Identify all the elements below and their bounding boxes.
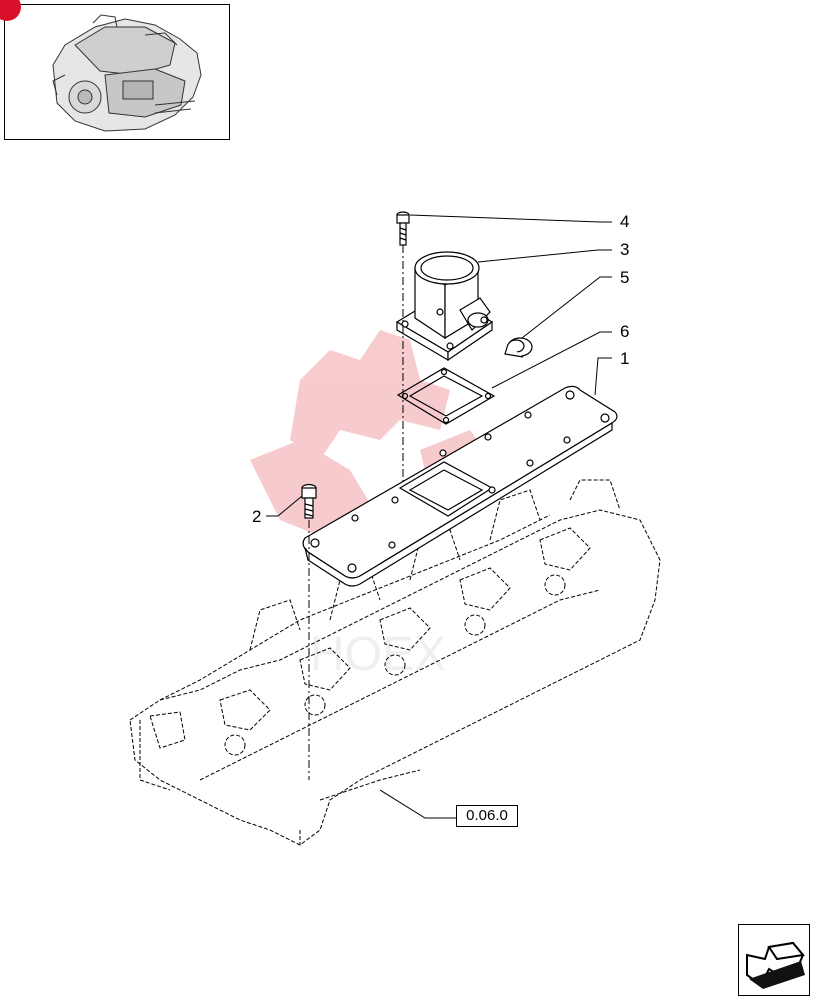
callout-1: 1 (620, 349, 629, 368)
callout-5: 5 (620, 268, 629, 287)
assembly-lines (308, 245, 404, 780)
next-page-button[interactable] (738, 924, 810, 996)
engine-thumbnail[interactable] (0, 0, 230, 140)
reference-box[interactable]: 0.06.0 (456, 805, 518, 827)
plug (504, 337, 533, 358)
engine-overview-icon (52, 14, 202, 132)
callout-2: 2 (252, 507, 261, 526)
callout-4: 4 (620, 212, 629, 231)
manifold-gasket (396, 367, 496, 425)
intake-elbow-housing (395, 251, 494, 362)
leader-lines (266, 214, 612, 819)
next-page-arrow-icon (746, 941, 805, 989)
corner-badge (0, 0, 21, 21)
callout-3: 3 (620, 240, 629, 259)
bolt-short (396, 211, 410, 246)
cylinder-head (129, 479, 661, 846)
callout-6: 6 (620, 322, 629, 341)
intake-manifold-cover-plate (302, 385, 618, 587)
bolt-long (301, 483, 317, 519)
svg-text:HOEX: HOEX (310, 628, 446, 681)
